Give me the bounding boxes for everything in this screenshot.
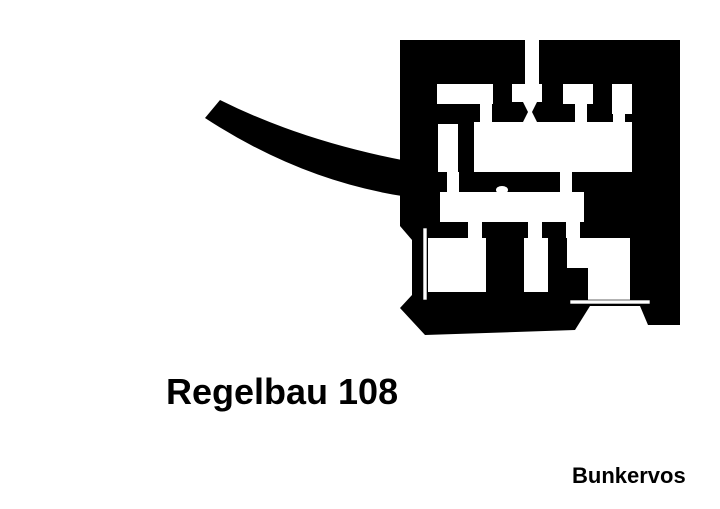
doorway-2 [575, 104, 587, 122]
room-bottom-left [428, 238, 486, 292]
room-top-right [612, 84, 632, 114]
room-bottom-center [524, 238, 548, 292]
room-left-small [438, 124, 458, 172]
entrance-corridor [205, 100, 402, 196]
plan-title: Regelbau 108 [166, 371, 399, 412]
room-top-center-right [563, 84, 593, 104]
room-top-center [512, 84, 542, 102]
doorway-5 [468, 222, 482, 238]
doorway-6 [528, 222, 542, 238]
doorway-3 [447, 172, 459, 192]
credit-label: Bunkervos [572, 463, 686, 488]
rooms [428, 40, 632, 302]
doorway-1 [480, 104, 492, 122]
doorway-7 [566, 222, 580, 238]
room-main-hall [474, 122, 632, 172]
bunker-floor-plan [205, 40, 680, 335]
room-middle-corridor [440, 192, 584, 222]
passage-top-shaft [525, 40, 539, 84]
door-line-bottom-right [569, 299, 651, 305]
vent-detail [523, 102, 537, 122]
doorway-4 [560, 172, 572, 192]
door-line-left [422, 227, 428, 301]
room-bottom-right [567, 238, 630, 302]
doorway-8 [613, 114, 625, 124]
room-top-left [437, 84, 493, 104]
periscope-detail [496, 186, 508, 194]
